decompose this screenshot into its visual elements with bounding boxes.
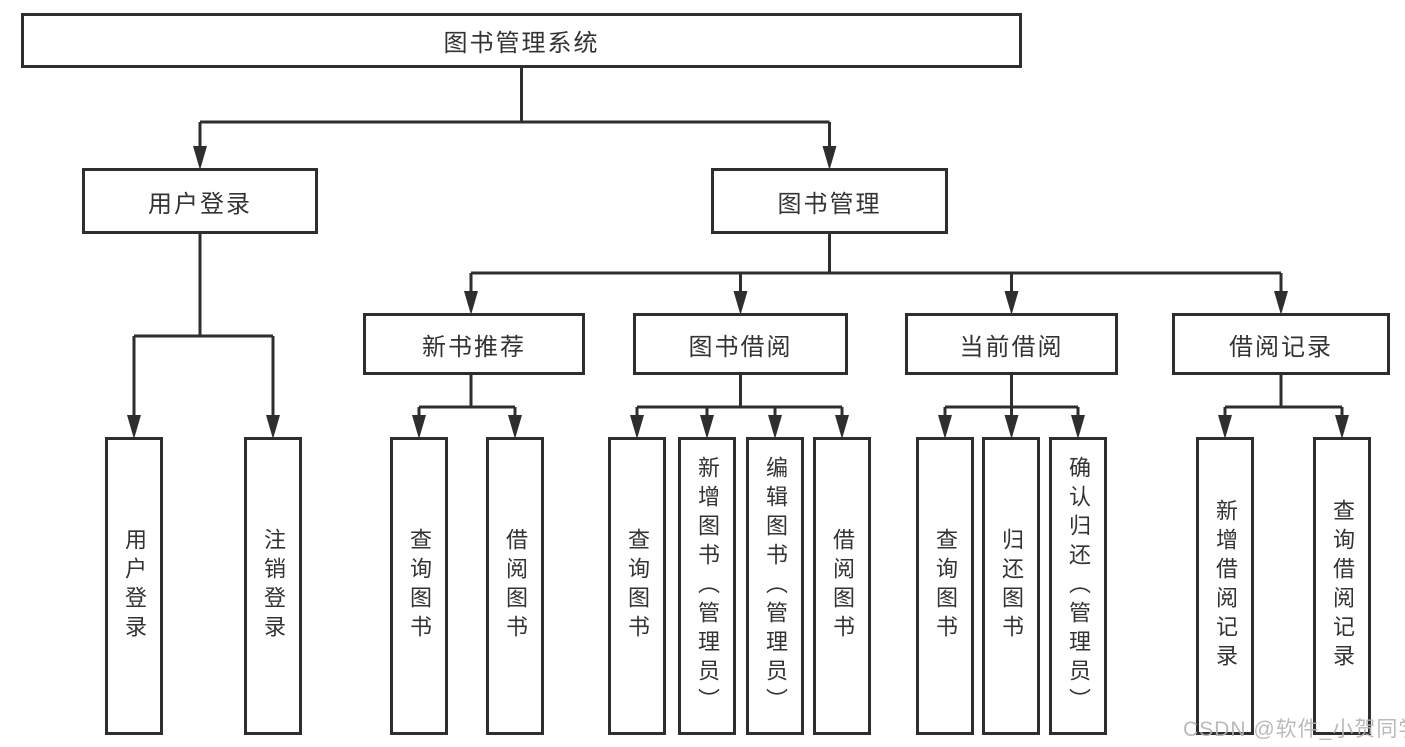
node-label: 用户登录 (148, 190, 252, 218)
node-label: 新增图书（管理员） (695, 455, 720, 717)
node-label: 用户登录 (122, 528, 147, 644)
node-label: 图书借阅 (688, 333, 793, 361)
node-library-management-system: 图书管理系统 (21, 13, 1022, 68)
node-label: 编辑图书（管理员） (763, 455, 788, 717)
node-book-management-branch: 图书管理 (711, 168, 948, 234)
csdn-watermark: CSDN @软件_小贺同学 (1183, 718, 1405, 741)
leaf-borrow-books-recommend: 借阅图书 (486, 437, 544, 735)
node-label: 确认归还（管理员） (1066, 455, 1091, 717)
node-label: 查询借阅记录 (1330, 499, 1355, 673)
node-label: 当前借阅 (959, 333, 1064, 361)
node-label: 新书推荐 (422, 333, 526, 361)
leaf-query-borrow-record: 查询借阅记录 (1313, 437, 1371, 735)
leaf-borrow-books: 借阅图书 (813, 437, 871, 735)
leaf-edit-books-admin: 编辑图书（管理员） (746, 437, 804, 735)
leaf-add-books-admin: 新增图书（管理员） (678, 437, 736, 735)
leaf-add-borrow-record: 新增借阅记录 (1196, 437, 1254, 735)
leaf-return-books: 归还图书 (982, 437, 1040, 735)
leaf-user-login: 用户登录 (105, 437, 163, 735)
node-label: 图书管理系统 (443, 30, 600, 57)
leaf-query-books-current: 查询图书 (916, 437, 974, 735)
node-label: 借阅图书 (830, 528, 855, 644)
node-current-borrowing: 当前借阅 (905, 313, 1118, 375)
node-user-login-branch: 用户登录 (82, 168, 318, 234)
node-label: 图书管理 (777, 190, 882, 218)
node-label: 新增借阅记录 (1213, 499, 1238, 673)
arrowhead-icons (127, 146, 1349, 439)
leaf-query-books-recommend: 查询图书 (390, 437, 448, 735)
node-label: 借阅图书 (503, 528, 528, 644)
leaf-query-books-borrowing: 查询图书 (608, 437, 666, 735)
node-label: 归还图书 (999, 528, 1024, 644)
node-label: 借阅记录 (1229, 333, 1333, 361)
leaf-confirm-return-admin: 确认归还（管理员） (1049, 437, 1107, 735)
node-new-book-recommendation: 新书推荐 (363, 313, 585, 375)
node-label: 注销登录 (261, 528, 286, 644)
node-label: 查询图书 (933, 528, 958, 644)
leaf-logout: 注销登录 (244, 437, 302, 735)
node-label: 查询图书 (625, 528, 650, 644)
node-label: 查询图书 (407, 528, 432, 644)
node-book-borrowing: 图书借阅 (633, 313, 848, 375)
node-borrowing-records: 借阅记录 (1172, 313, 1390, 375)
